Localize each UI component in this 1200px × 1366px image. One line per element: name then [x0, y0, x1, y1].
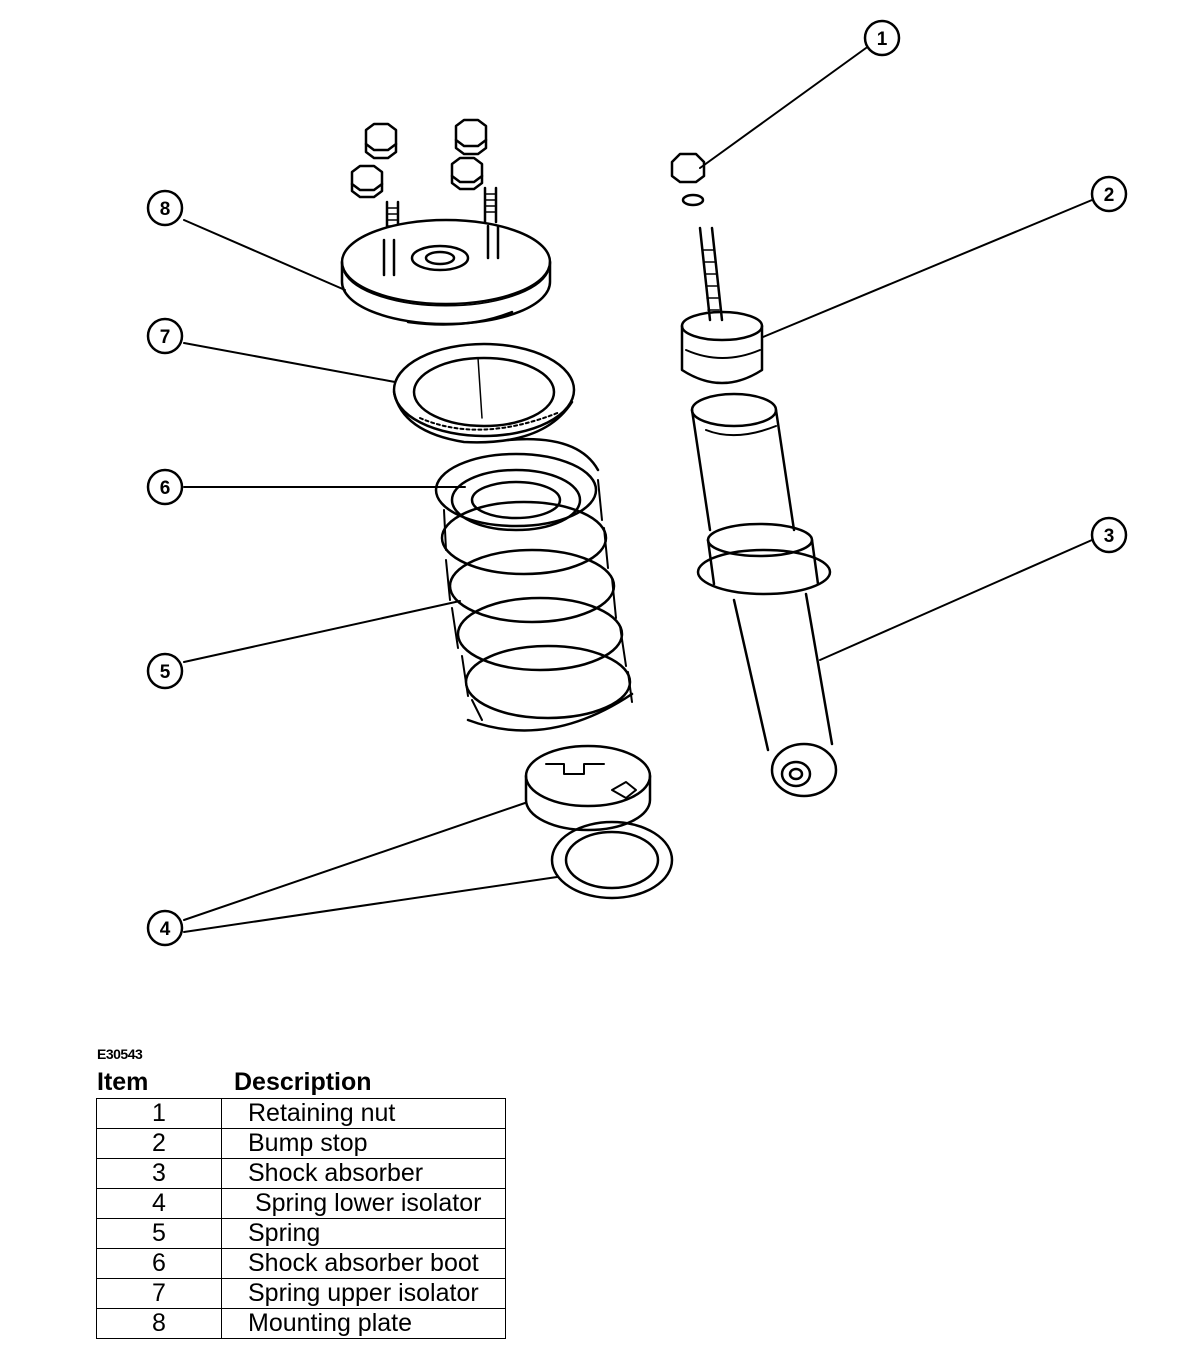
callout-3: 3 — [1090, 516, 1128, 554]
callout-5: 5 — [146, 652, 184, 690]
figure-code: E30543 — [97, 1046, 143, 1062]
callout-7: 7 — [146, 317, 184, 355]
table-header-item: Item — [97, 1068, 149, 1096]
item-number: 4 — [96, 1188, 222, 1219]
spring-drawing — [434, 452, 634, 732]
table-row: 3 Shock absorber — [96, 1158, 506, 1189]
callout-4-label: 4 — [160, 919, 171, 940]
item-description: Spring — [221, 1218, 506, 1249]
table-row: 6 Shock absorber boot — [96, 1248, 506, 1279]
item-description: Shock absorber — [221, 1158, 506, 1189]
table-row: 4 Spring lower isolator — [96, 1188, 506, 1219]
retaining-nut-drawing — [670, 152, 706, 207]
callout-6-label: 6 — [160, 478, 171, 499]
item-number: 1 — [96, 1098, 222, 1129]
callout-7-label: 7 — [160, 327, 171, 348]
item-description: Retaining nut — [221, 1098, 506, 1129]
table-row: 2 Bump stop — [96, 1128, 506, 1159]
lower-isolator-drawing — [524, 744, 674, 900]
upper-isolator-drawing — [392, 342, 576, 444]
item-description: Bump stop — [221, 1128, 506, 1159]
table-row: 1 Retaining nut — [96, 1098, 506, 1129]
boot-drawing — [450, 437, 600, 532]
exploded-view-diagram: 1 2 3 4 5 6 7 8 — [146, 19, 1128, 947]
callout-5-label: 5 — [160, 662, 171, 683]
item-number: 7 — [96, 1278, 222, 1309]
item-description: Spring upper isolator — [221, 1278, 506, 1309]
callout-2: 2 — [1090, 175, 1128, 213]
callout-1-label: 1 — [877, 29, 888, 50]
callout-3-label: 3 — [1104, 526, 1115, 547]
callout-4: 4 — [146, 909, 184, 947]
callout-8: 8 — [146, 189, 184, 227]
item-number: 5 — [96, 1218, 222, 1249]
item-description: Spring lower isolator — [221, 1188, 506, 1219]
table-row: 5 Spring — [96, 1218, 506, 1249]
item-number: 6 — [96, 1248, 222, 1279]
table-row: 7 Spring upper isolator — [96, 1278, 506, 1309]
item-description: Shock absorber boot — [221, 1248, 506, 1279]
table-header-description: Description — [234, 1068, 372, 1096]
parts-table: 1 Retaining nut 2 Bump stop 3 Shock abso… — [96, 1098, 506, 1339]
item-number: 8 — [96, 1308, 222, 1339]
item-number: 3 — [96, 1158, 222, 1189]
item-number: 2 — [96, 1128, 222, 1159]
table-row: 8 Mounting plate — [96, 1308, 506, 1339]
item-description: Mounting plate — [221, 1308, 506, 1339]
callout-2-label: 2 — [1104, 185, 1115, 206]
bump-stop-drawing — [680, 226, 764, 385]
shock-absorber-drawing — [690, 392, 838, 798]
callout-8-label: 8 — [160, 199, 171, 220]
callout-1: 1 — [863, 19, 901, 57]
mounting-plate-drawing — [340, 118, 552, 326]
leader-lines — [183, 47, 1093, 933]
callout-6: 6 — [146, 468, 184, 506]
